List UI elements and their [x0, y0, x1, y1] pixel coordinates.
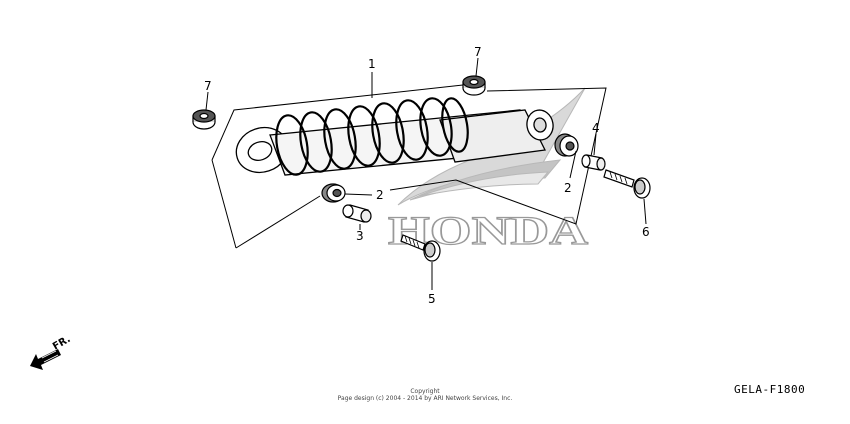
copyright-notice: Copyright Page design (c) 2004 - 2014 by…: [300, 388, 550, 402]
forward-arrow-icon: [30, 349, 61, 370]
copyright-line-2: Page design (c) 2004 - 2014 by ARI Netwo…: [337, 395, 513, 402]
callout-3: 3: [356, 229, 364, 243]
callout-1: 1: [368, 57, 376, 71]
callout-6: 6: [642, 225, 650, 239]
outline-lower-left: [235, 195, 321, 249]
assembly-outline: [211, 83, 607, 249]
shock-absorber: [235, 97, 554, 176]
collar-4: [581, 154, 606, 171]
copyright-line-1: Copyright: [410, 388, 440, 395]
bushing-2-right: [554, 133, 579, 157]
collar-3: [342, 204, 372, 223]
callout-2-left: 2: [376, 188, 384, 202]
bushing-2-left: [321, 183, 346, 203]
bolt-5: [400, 234, 441, 262]
callout-7-left: 7: [204, 79, 212, 93]
nut-7-right: [462, 75, 486, 96]
forward-label: FR.: [51, 334, 73, 353]
bolt-6: [603, 169, 651, 199]
leader-lines: [205, 57, 647, 290]
nut-7-left: [192, 109, 216, 130]
callout-7-right: 7: [474, 45, 482, 59]
diagram-code: GELA-F1800: [734, 383, 806, 396]
callout-5: 5: [428, 292, 436, 306]
callout-2-right: 2: [564, 181, 572, 195]
honda-wing-logo: [397, 87, 586, 206]
callout-4: 4: [592, 121, 600, 135]
